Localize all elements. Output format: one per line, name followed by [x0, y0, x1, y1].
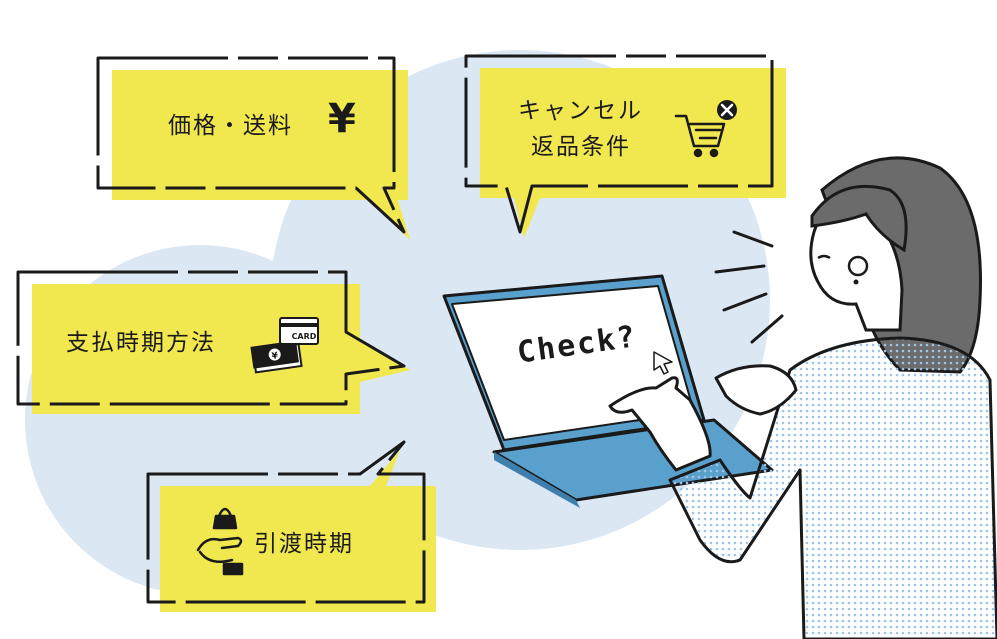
woman — [608, 156, 997, 639]
payment-label: 支払時期方法 — [66, 330, 216, 356]
resting-hand — [714, 364, 798, 416]
cart-with-x-icon — [674, 100, 737, 158]
bill-yen-symbol: ¥ — [271, 351, 279, 362]
bubble-price-shipping — [96, 56, 410, 240]
bubble-cancel-returns — [464, 54, 786, 238]
bangs — [810, 184, 908, 253]
cancel-label: キャンセル — [518, 98, 643, 124]
price-shipping-label: 価格・送料 — [168, 113, 293, 139]
delivery-label: 引渡時期 — [254, 531, 354, 557]
yen-icon: ¥ — [328, 96, 356, 142]
card-text: CARD — [292, 332, 317, 341]
bubble-payment — [16, 270, 410, 414]
card-and-cash-icon: ¥ CARD — [250, 317, 319, 374]
pointing-hand — [608, 376, 712, 472]
shirt — [668, 336, 997, 639]
bag-in-hand-icon — [196, 507, 244, 576]
returns-conditions-label: 返品条件 — [531, 134, 631, 160]
motion-lines — [714, 230, 784, 344]
cursor-icon — [653, 351, 673, 375]
